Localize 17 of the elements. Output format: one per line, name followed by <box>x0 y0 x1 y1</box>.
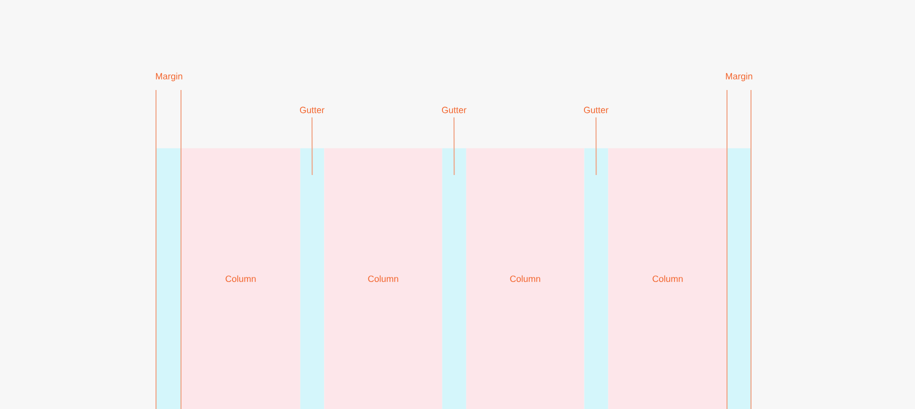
gutter-band <box>584 148 608 409</box>
margin-band <box>156 148 182 409</box>
leader-line <box>454 116 455 176</box>
column-band: Column <box>324 148 442 409</box>
gutter-label: Gutter <box>300 106 324 114</box>
margin-label: Margin <box>156 72 182 82</box>
column-band: Column <box>608 148 728 409</box>
leader-line <box>312 116 313 176</box>
leader-line <box>596 116 597 176</box>
gutter-band <box>442 148 466 409</box>
column-band: Column <box>181 148 300 409</box>
column-band: Column <box>466 148 584 409</box>
gutter-band <box>300 148 324 409</box>
margin-label: Margin <box>726 72 752 82</box>
margin-band <box>727 148 752 409</box>
gutter-label: Gutter <box>584 106 608 114</box>
gutter-label: Gutter <box>442 106 466 114</box>
